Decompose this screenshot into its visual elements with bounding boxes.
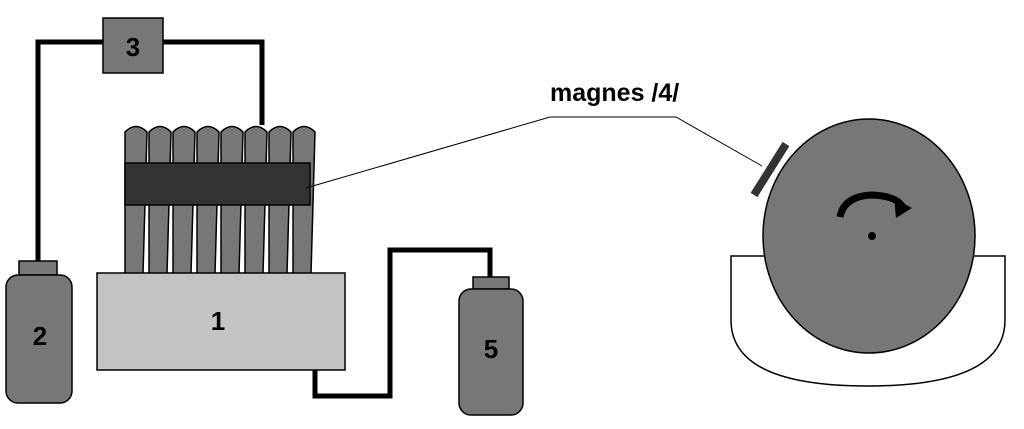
- bottle-5: 5: [458, 276, 524, 416]
- magnet-pointer-line: [305, 116, 763, 189]
- bottle-2-label: 2: [33, 321, 47, 351]
- base-1-label: 1: [211, 306, 225, 336]
- tube-box3-to-stack: [162, 39, 265, 125]
- base-1: 1: [96, 272, 346, 371]
- tube-base1-to-bottle5: [312, 247, 493, 399]
- box-3: 3: [102, 17, 164, 74]
- disc-axle: [868, 232, 876, 240]
- magnet-band: [124, 162, 311, 206]
- curved-arrow-icon: [836, 191, 912, 218]
- bottle-2: 2: [5, 260, 73, 404]
- disc-magnet-bar: [750, 141, 790, 198]
- bottle-5-label: 5: [484, 334, 498, 364]
- tube-bottle2-to-box3: [35, 39, 104, 262]
- magnet-label: magnes /4/: [550, 79, 679, 107]
- box-3-label: 3: [126, 32, 140, 62]
